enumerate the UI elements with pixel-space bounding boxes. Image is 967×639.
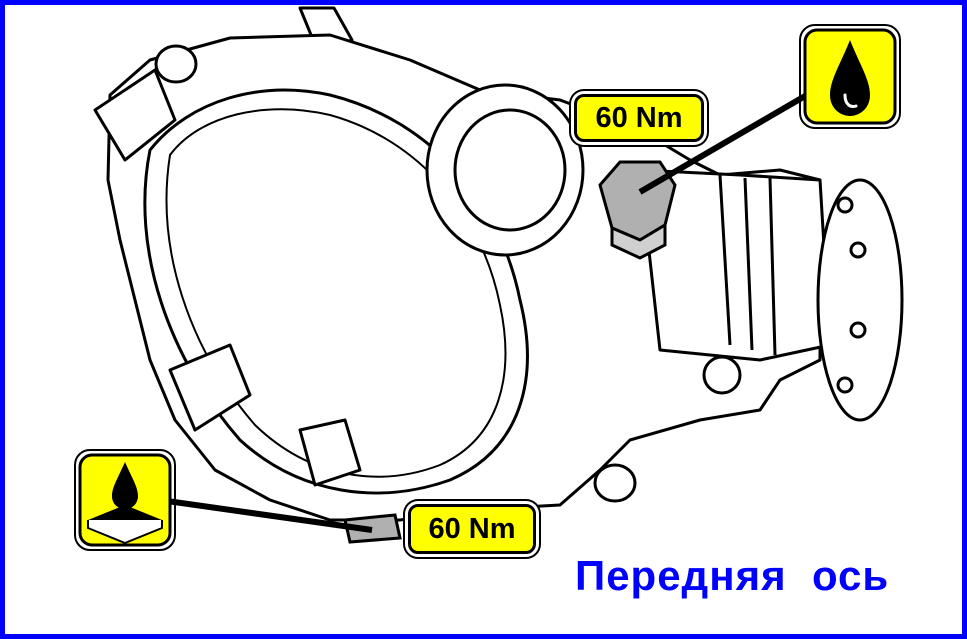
output-flange — [816, 178, 904, 422]
flange-hole-1 — [849, 241, 867, 259]
flange-hole-3 — [836, 196, 854, 214]
mounting-lug-left — [93, 68, 177, 162]
differential-housing — [106, 33, 822, 522]
oil-drop-icon — [799, 24, 901, 129]
mounting-lug-bottom — [298, 418, 362, 487]
leader-line-top — [638, 89, 814, 195]
bolt-top-left — [154, 44, 198, 84]
torque-label-drain-plug: 60 Nm — [408, 504, 536, 554]
flange-hole-2 — [849, 321, 867, 339]
leader-line-bottom — [159, 497, 373, 533]
mounting-lug-lower — [168, 343, 252, 432]
filler-port-inner — [453, 108, 567, 232]
bolt-bottom-right — [593, 463, 637, 503]
flange-hole-4 — [836, 376, 854, 394]
side-boss — [702, 355, 742, 395]
drain-plug — [343, 513, 402, 544]
oil-drain-pan-icon — [74, 449, 176, 551]
torque-label-fill-plug: 60 Nm — [574, 94, 704, 142]
pinion-ribs — [718, 174, 777, 356]
diagram-caption: Передняя ось — [575, 552, 890, 599]
